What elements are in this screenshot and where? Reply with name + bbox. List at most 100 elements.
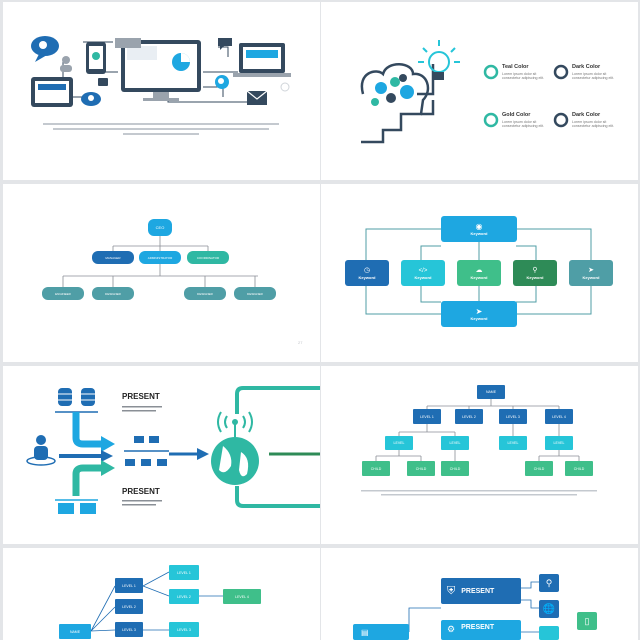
hierarchy-sub-1[interactable]: LEVEL — [385, 436, 413, 450]
bottom-right-tile[interactable] — [539, 626, 559, 640]
tablet-tile[interactable]: ▯ — [577, 612, 597, 630]
tree-root[interactable]: NAME — [59, 624, 91, 639]
left-doc-box[interactable]: ▤ — [353, 624, 409, 640]
tree-left-2[interactable]: LEVEL 2 — [115, 599, 143, 614]
tree-right-2[interactable]: LEVEL 2 — [169, 589, 199, 604]
org-bottom-box-2[interactable]: DESIGNER — [92, 287, 134, 300]
org-mid-box-2[interactable]: ADMINISTRATOR — [139, 251, 181, 264]
magnifier-monitor-icon: ⚲ — [545, 577, 553, 588]
globe-antenna-icon — [211, 411, 259, 485]
item-1-title: Teal Color — [502, 64, 529, 70]
person-icon — [26, 435, 56, 466]
item-3-body: Lorem ipsum dolor sit consectetur adipis… — [502, 120, 545, 128]
org-bottom-box-4[interactable]: DESIGNER — [234, 287, 276, 300]
hierarchy-child-4[interactable]: CHILD — [525, 461, 553, 476]
tree-connectors — [90, 571, 223, 632]
present-card-2[interactable]: ⚙ PRESENT — [441, 620, 521, 640]
eye-icon: ◉ — [475, 221, 483, 231]
cloud-chat-icon — [31, 36, 59, 62]
hierarchy-level-3[interactable]: LEVEL 3 — [499, 409, 527, 424]
shield-icon: ⛨ — [447, 584, 456, 597]
keyword-box-5[interactable]: ➤ Keyword — [569, 260, 613, 286]
slide-devices[interactable] — [3, 2, 320, 180]
search-monitor-tile[interactable]: ⚲ — [539, 574, 559, 592]
keyword-top-label: Keyword — [470, 230, 488, 236]
hierarchy-sub-2[interactable]: LEVEL — [441, 436, 469, 450]
keyword-3-label: Keyword — [470, 274, 488, 280]
keyword-box-3[interactable]: ☁ Keyword — [457, 260, 501, 286]
org-mid-box-1[interactable]: MANAGER — [92, 251, 134, 264]
globe-tile[interactable]: 🌐 — [539, 600, 559, 618]
item-2-body: Lorem ipsum dolor sit consectetur adipis… — [572, 72, 615, 80]
keyword-box-1[interactable]: ◷ Keyword — [345, 260, 389, 286]
clock-icon: ◷ — [363, 266, 371, 274]
keyword-1-label: Keyword — [358, 274, 376, 280]
network-icon — [124, 436, 169, 466]
cloud-download-icon: ☁ — [475, 266, 483, 274]
hierarchy-root[interactable]: NAME — [477, 385, 505, 399]
present-features-connectors — [408, 581, 539, 633]
keyword-2-label: Keyword — [414, 274, 432, 280]
item-icons — [483, 64, 569, 128]
present-card-2-title: PRESENT — [461, 624, 495, 631]
org-mid-box-3[interactable]: COORDINATOR — [187, 251, 229, 264]
settings-gear-icon: ⚙ — [447, 624, 456, 634]
slide-data-flow[interactable]: PRESENT PRESENT — [3, 366, 320, 544]
org-bottom-box-1[interactable]: ENGINEER — [42, 287, 84, 300]
browser-window-icon — [115, 38, 141, 48]
keyword-bottom-box[interactable]: ➤ Keyword — [441, 301, 517, 327]
tablet-icon — [31, 77, 73, 107]
present-card-1-title: PRESENT — [461, 587, 495, 595]
devices-illustration — [31, 36, 291, 135]
item-4-body: Lorem ipsum dolor sit consectetur adipis… — [572, 120, 615, 128]
slide-org-chart[interactable]: 27 CEO MANAGER ADMINISTRATOR COORDINATOR… — [3, 184, 320, 362]
globe-icon: 🌐 — [542, 603, 556, 615]
search-icon — [215, 75, 229, 89]
hierarchy-sub-3[interactable]: LEVEL — [499, 436, 527, 450]
document-icon: ▤ — [361, 627, 369, 637]
keyword-bottom-label: Keyword — [470, 315, 488, 321]
tree-left-1[interactable]: LEVEL 1 — [115, 578, 143, 593]
lightbulb-icon — [418, 40, 460, 80]
hierarchy-child-3[interactable]: CHILD — [441, 461, 469, 476]
user-icon — [60, 56, 72, 72]
present-title-1: PRESENT — [122, 392, 160, 401]
hierarchy-child-1[interactable]: CHILD — [362, 461, 390, 476]
share-icon: ➤ — [588, 266, 594, 274]
slide-hierarchy[interactable]: NAME LEVEL 1 LEVEL 2 LEVEL 3 LEVEL 4 LEV… — [321, 366, 638, 544]
keyword-5-label: Keyword — [582, 274, 600, 280]
org-ceo-box[interactable]: CEO — [148, 219, 172, 236]
brain-bulb-illustration — [360, 40, 569, 144]
hierarchy-connectors — [361, 399, 597, 496]
slide-brain-bulb[interactable]: Teal Color Lorem ipsum dolor sit consect… — [321, 2, 638, 180]
keyword-box-2[interactable]: </> Keyword — [401, 260, 445, 286]
item-3-title: Gold Color — [502, 112, 531, 118]
keyword-box-4[interactable]: ⚲ Keyword — [513, 260, 557, 286]
tree-far[interactable]: LEVEL 4 — [223, 589, 261, 604]
server-icons — [55, 499, 98, 514]
slide-tree[interactable]: NAME LEVEL 1 LEVEL 2 LEVEL 3 LEVEL 1 LEV… — [3, 548, 320, 640]
org-bottom-box-3[interactable]: DESIGNER — [184, 287, 226, 300]
phone-icon — [86, 42, 106, 74]
item-1-body: Lorem ipsum dolor sit consectetur adipis… — [502, 72, 545, 80]
cloud-icon — [81, 92, 101, 106]
hierarchy-level-1[interactable]: LEVEL 1 — [413, 409, 441, 424]
tablet-device-icon: ▯ — [584, 615, 590, 626]
item-2-title: Dark Color — [572, 64, 601, 70]
tree-right-1[interactable]: LEVEL 1 — [169, 565, 199, 580]
hierarchy-level-2[interactable]: LEVEL 2 — [455, 409, 483, 424]
paper-plane-icon: ➤ — [475, 306, 483, 316]
slide-present-features[interactable]: ⛨ PRESENT ⚙ PRESENT ▤ ⚲ 🌐 ▯ — [321, 548, 638, 640]
keyword-top-box[interactable]: ◉ Keyword — [441, 216, 517, 242]
hierarchy-child-2[interactable]: CHILD — [407, 461, 435, 476]
present-card-1[interactable]: ⛨ PRESENT — [441, 578, 521, 604]
speech-bubble-icon — [218, 38, 232, 50]
tree-right-3[interactable]: LEVEL 3 — [169, 622, 199, 637]
caption-placeholder — [43, 123, 279, 135]
monitor-icon — [121, 40, 201, 101]
hierarchy-level-4[interactable]: LEVEL 4 — [545, 409, 573, 424]
tree-left-3[interactable]: LEVEL 3 — [115, 622, 143, 637]
hierarchy-child-5[interactable]: CHILD — [565, 461, 593, 476]
slide-keyword-network[interactable]: ◉ Keyword ◷ Keyword </> Keyword ☁ Keywor… — [321, 184, 638, 362]
hierarchy-sub-4[interactable]: LEVEL — [545, 436, 573, 450]
